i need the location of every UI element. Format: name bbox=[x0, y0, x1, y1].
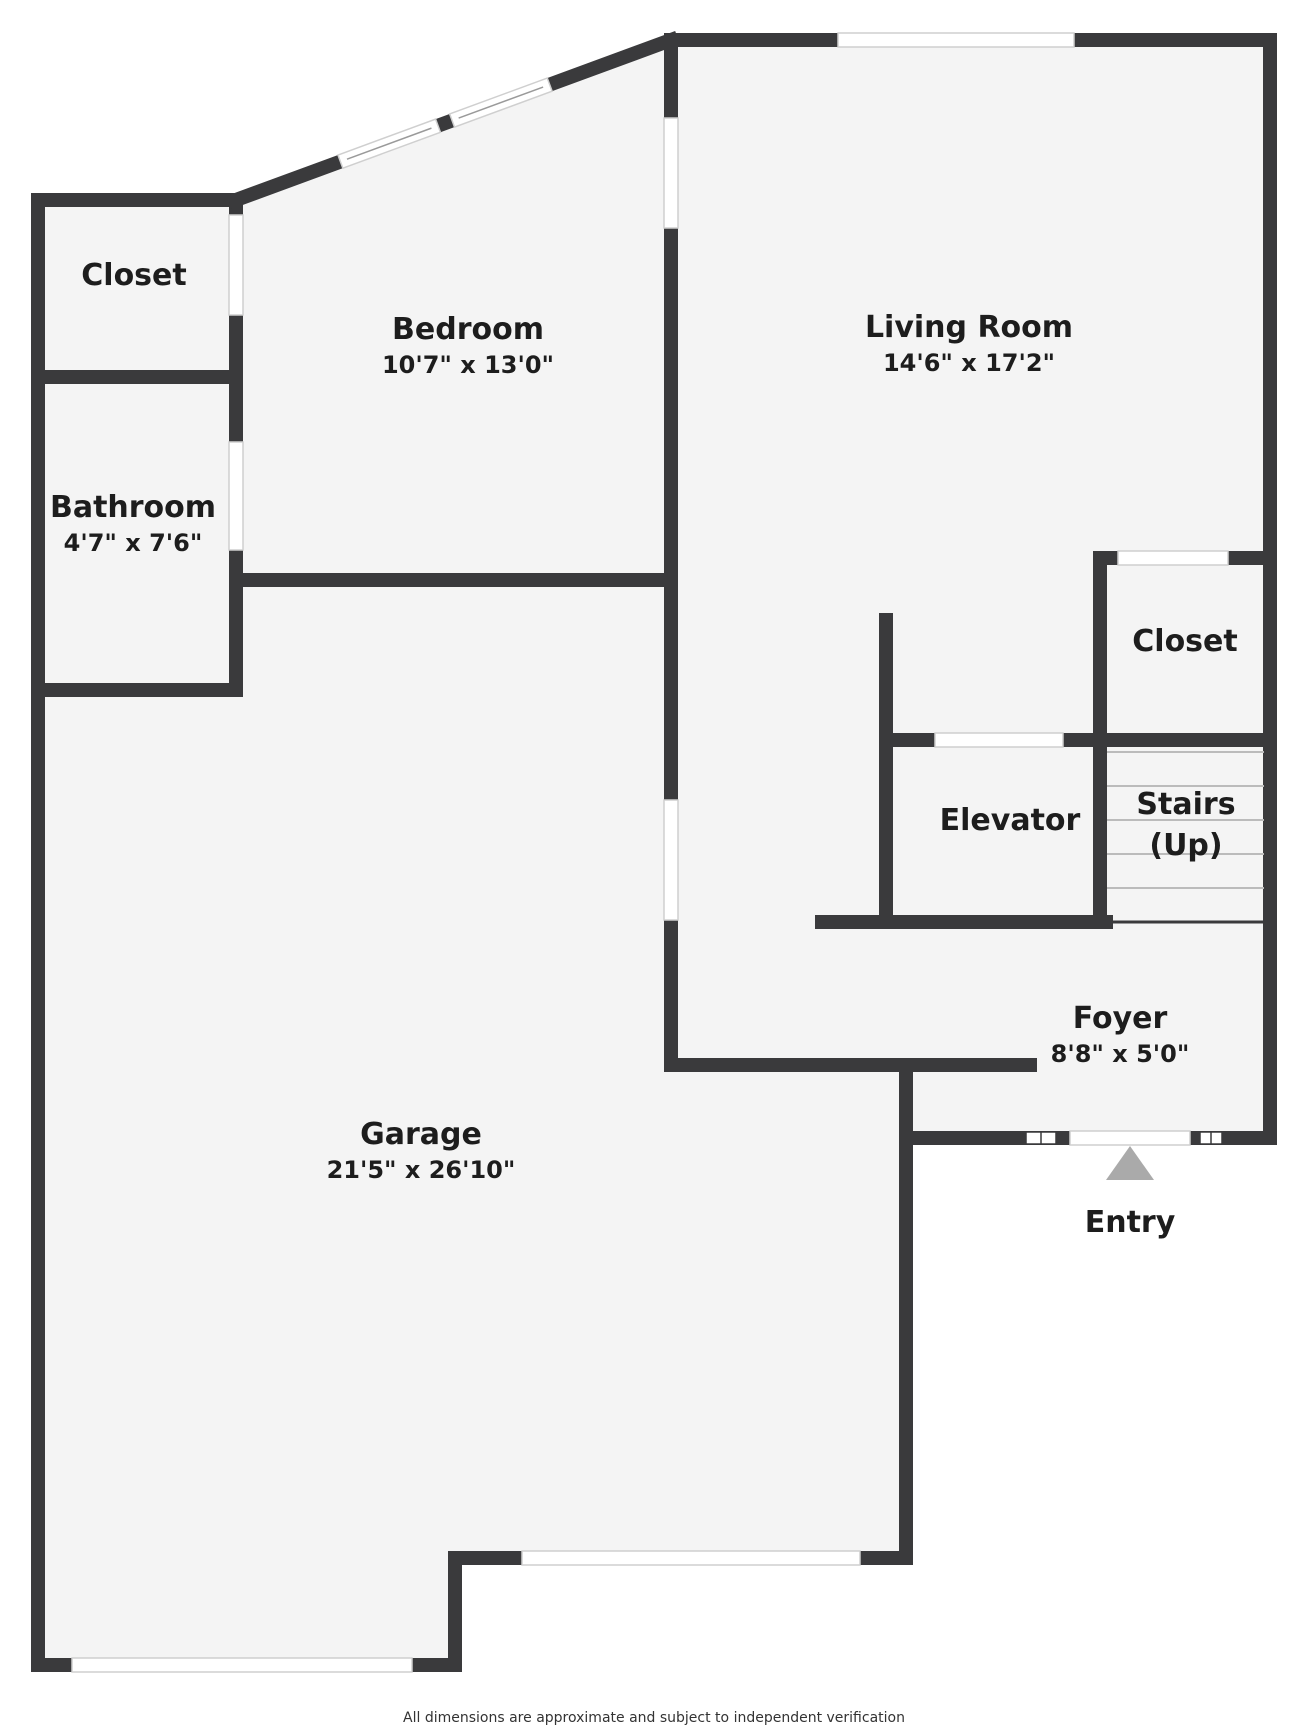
bedroom-floor bbox=[236, 40, 671, 580]
window-bedroom-diagonal bbox=[337, 77, 554, 170]
bathroom-dimensions: 4'7" x 7'6" bbox=[64, 529, 203, 557]
living-room-name: Living Room bbox=[865, 310, 1073, 345]
stairs-label-line1: Stairs bbox=[1136, 787, 1235, 822]
bedroom-name: Bedroom bbox=[392, 312, 544, 347]
windows bbox=[71, 32, 1229, 1673]
garage-floor bbox=[38, 580, 906, 1665]
living-room-floor bbox=[671, 40, 1270, 1138]
window-garage-bottom bbox=[71, 1657, 413, 1673]
bathroom-floor bbox=[38, 377, 236, 690]
closet-left-floor bbox=[38, 200, 236, 377]
window-closet-left bbox=[228, 214, 244, 316]
bathroom-name: Bathroom bbox=[50, 490, 216, 525]
garage-name: Garage bbox=[360, 1117, 482, 1152]
window-bathroom bbox=[228, 441, 244, 551]
garage-dimensions: 21'5" x 26'10" bbox=[327, 1156, 516, 1184]
window-living-left-lower bbox=[663, 799, 679, 921]
entry-sidelights bbox=[1025, 1131, 1223, 1145]
floor-areas bbox=[38, 40, 1270, 1665]
window-bedroom-b-pane bbox=[458, 86, 544, 119]
elevator-name: Elevator bbox=[940, 803, 1081, 838]
closet-left-name: Closet bbox=[81, 258, 186, 293]
bedroom-dimensions: 10'7" x 13'0" bbox=[382, 351, 554, 379]
stairs-label-line2: (Up) bbox=[1149, 828, 1222, 863]
entry-label: Entry bbox=[1085, 1205, 1176, 1240]
window-entry bbox=[1069, 1130, 1191, 1146]
foyer-name: Foyer bbox=[1073, 1001, 1168, 1036]
footer-disclaimer: All dimensions are approximate and subje… bbox=[403, 1710, 905, 1726]
closet-right-name: Closet bbox=[1132, 624, 1237, 659]
foyer-dimensions: 8'8" x 5'0" bbox=[1051, 1040, 1190, 1068]
window-living-top bbox=[837, 32, 1075, 48]
entry-arrow-icon bbox=[1106, 1146, 1154, 1180]
window-living-left bbox=[663, 117, 679, 229]
window-closet-right bbox=[1117, 550, 1229, 566]
room-labels: Closet Bedroom 10'7" x 13'0" Bathroom 4'… bbox=[50, 258, 1238, 1726]
stairs bbox=[1107, 751, 1264, 924]
window-garage-notch bbox=[521, 1550, 861, 1566]
living-room-dimensions: 14'6" x 17'2" bbox=[883, 349, 1055, 377]
window-bedroom-a-pane bbox=[346, 127, 432, 160]
window-elevator bbox=[934, 732, 1064, 748]
